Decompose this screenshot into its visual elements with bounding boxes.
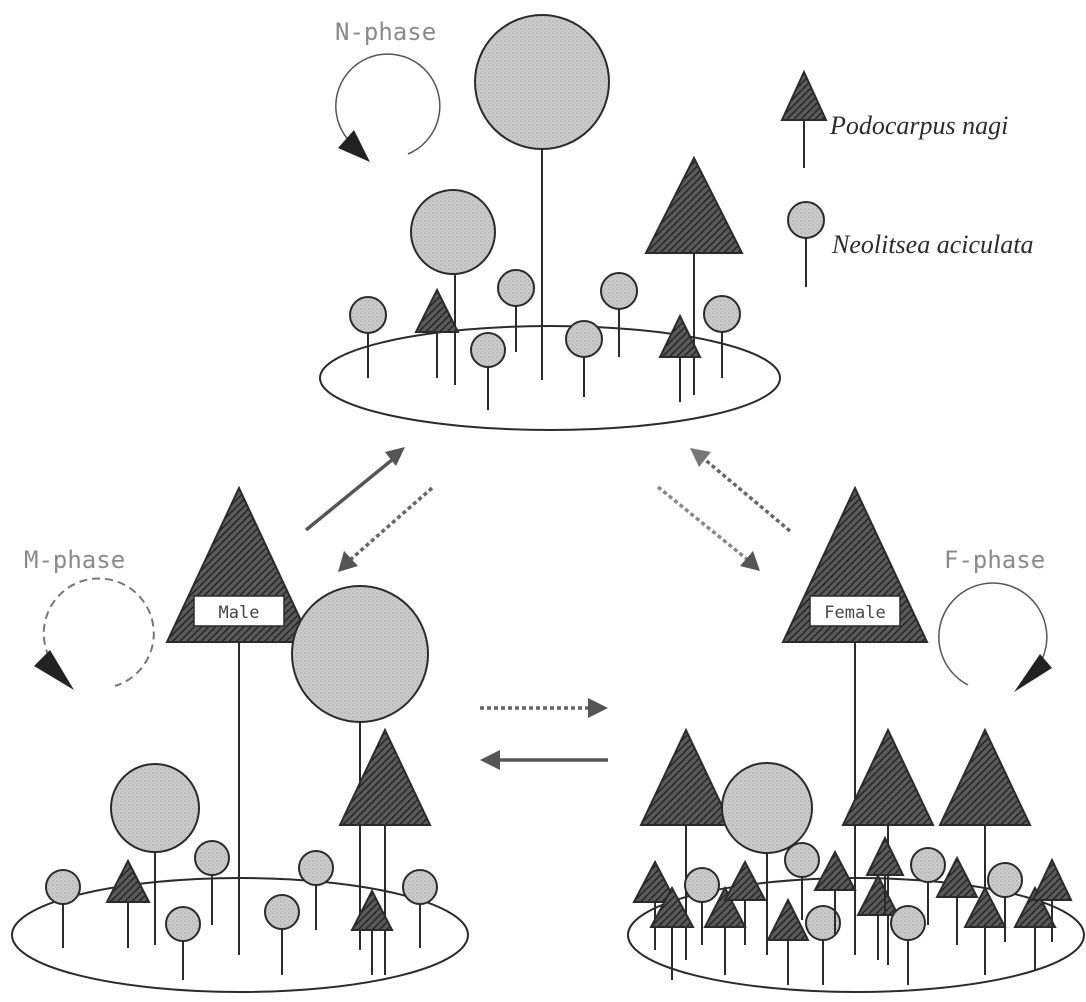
podocarpus-sapling xyxy=(856,873,900,960)
podocarpus-sapling xyxy=(963,885,1007,975)
podocarpus-sapling xyxy=(1031,857,1073,942)
n-phase-group: N-phase xyxy=(319,14,781,431)
podocarpus-sapling xyxy=(935,855,979,945)
female-tag-box xyxy=(809,595,901,627)
neolitsea-sapling xyxy=(565,320,603,397)
f-phase-cycle-arrow xyxy=(938,582,1048,686)
podocarpus-sapling xyxy=(813,849,857,935)
male-tag-box xyxy=(193,595,285,627)
legend-podocarpus-label: Podocarpus nagi xyxy=(829,111,1008,140)
podocarpus-tree-large xyxy=(644,155,744,395)
neolitsea-sapling xyxy=(600,272,638,357)
neolitsea-sapling xyxy=(497,269,535,352)
podocarpus-sapling xyxy=(723,859,767,945)
legend: Podocarpus nagi Neolitsea aciculata xyxy=(780,69,1033,287)
neolitsea-sapling xyxy=(987,862,1023,942)
neolitsea-tree xyxy=(110,763,200,945)
neolitsea-sapling xyxy=(890,905,926,985)
legend-neolitsea-symbol xyxy=(787,201,825,287)
f-phase-cycle-arrowhead xyxy=(1014,654,1052,692)
arrow-m-to-n xyxy=(304,453,400,532)
podocarpus-tree xyxy=(338,727,432,975)
legend-podocarpus-symbol xyxy=(780,69,828,168)
male-tag: Male xyxy=(219,603,260,623)
podocarpus-sapling xyxy=(703,885,747,975)
neolitsea-sapling xyxy=(349,296,387,378)
neolitsea-sapling xyxy=(165,906,201,980)
podocarpus-sapling xyxy=(658,313,702,402)
n-phase-label: N-phase xyxy=(335,18,436,46)
female-tag: Female xyxy=(824,603,885,623)
m-phase-cycle-arrowhead xyxy=(34,650,74,690)
neolitsea-sapling xyxy=(784,842,820,920)
n-phase-stand-ellipse xyxy=(319,325,781,431)
neolitsea-sapling xyxy=(910,847,946,925)
neolitsea-sapling xyxy=(703,295,741,378)
neolitsea-sapling xyxy=(805,905,841,985)
podocarpus-sapling xyxy=(1013,885,1057,970)
neolitsea-tree-large xyxy=(291,585,429,950)
neolitsea-sapling xyxy=(684,867,720,945)
neolitsea-sapling xyxy=(402,869,438,948)
m-phase-group: M-phase Male xyxy=(11,485,469,993)
transition-arrows xyxy=(304,447,792,770)
n-phase-cycle-arrowhead xyxy=(338,130,370,162)
legend-neolitsea-label: Neolitsea aciculata xyxy=(831,230,1033,259)
arrow-n-to-m xyxy=(348,486,434,562)
podocarpus-sapling xyxy=(649,885,695,980)
m-phase-cycle-arrow xyxy=(42,577,155,687)
podocarpus-sapling xyxy=(865,835,905,915)
neolitsea-tree xyxy=(721,762,813,955)
podocarpus-sapling xyxy=(414,287,460,378)
neolitsea-sapling xyxy=(45,869,81,948)
neolitsea-tree-large xyxy=(474,14,610,380)
f-phase-label: F-phase xyxy=(944,546,1045,574)
podocarpus-sapling xyxy=(105,858,151,948)
m-phase-label: M-phase xyxy=(24,546,125,574)
neolitsea-sapling xyxy=(264,894,300,975)
arrow-n-to-f xyxy=(656,485,750,562)
neolitsea-sapling xyxy=(194,840,230,925)
f-phase-group: F-phase Female xyxy=(627,485,1085,993)
podocarpus-tree-female: Female xyxy=(781,485,929,955)
neolitsea-sapling xyxy=(298,850,334,930)
neolitsea-sapling xyxy=(470,332,506,410)
podocarpus-tree-male: Male xyxy=(165,485,313,955)
podocarpus-sapling xyxy=(350,888,394,975)
arrow-f-to-n xyxy=(701,456,792,533)
podocarpus-sapling xyxy=(766,897,810,985)
n-phase-cycle-arrow xyxy=(335,53,441,155)
